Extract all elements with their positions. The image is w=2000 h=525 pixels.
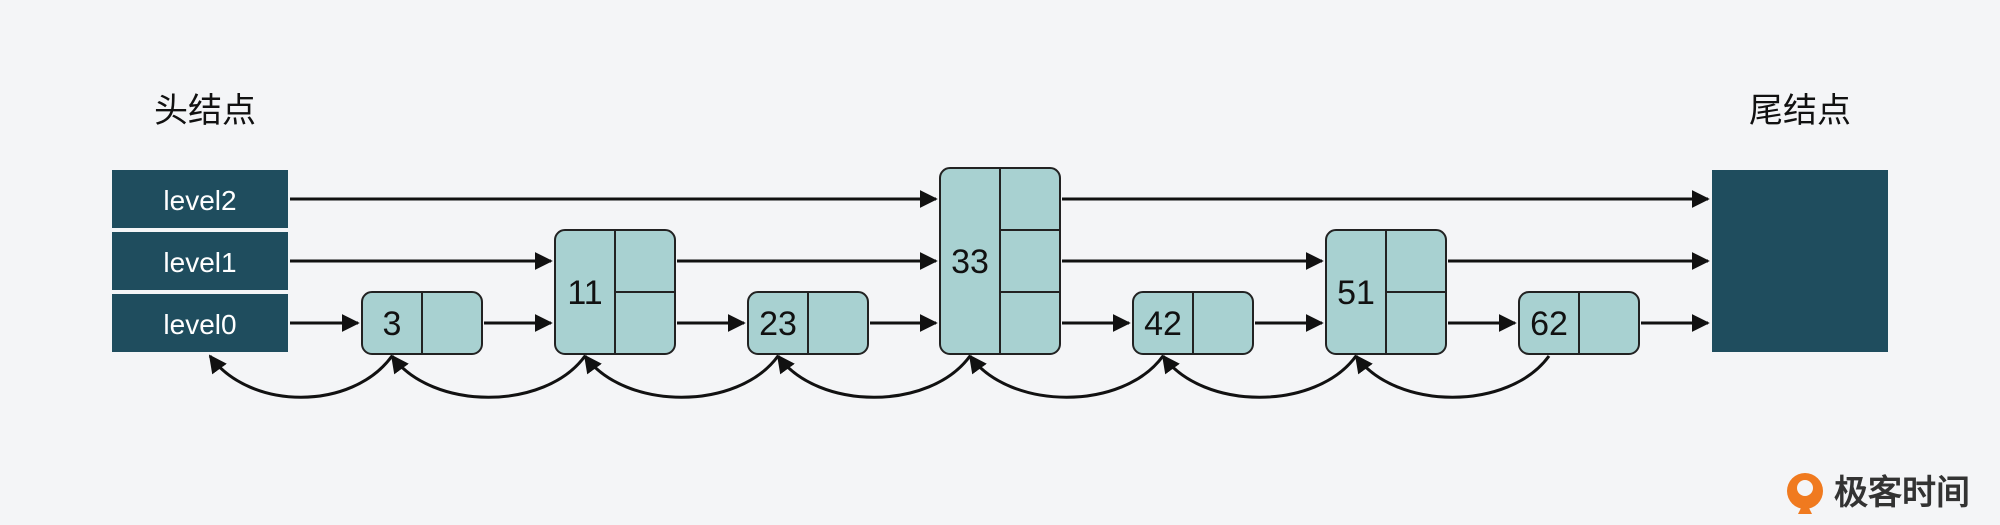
skiplist-node: 33: [939, 167, 1061, 355]
tail-node-title: 尾结点: [1749, 92, 1851, 130]
arrows-layer: [208, 190, 1710, 399]
tail-node: [1712, 170, 1888, 352]
brand-logo-icon-tail: [1798, 500, 1812, 514]
backward-pointer: [208, 354, 394, 399]
node-value: 23: [759, 305, 797, 343]
brand-logo-icon-inner: [1797, 480, 1813, 496]
head-level1-label: level1: [163, 247, 236, 278]
brand-logo: 极客时间: [1787, 473, 1970, 514]
node-value: 62: [1530, 305, 1568, 343]
head-level2-label: level2: [163, 185, 236, 216]
backward-pointer: [776, 354, 972, 399]
node-value: 3: [383, 305, 402, 343]
backward-pointer: [583, 354, 780, 399]
head-level0-label: level0: [163, 309, 236, 340]
node-value: 33: [951, 243, 989, 281]
backward-pointer: [1354, 354, 1551, 399]
head-level2-cell: [112, 170, 288, 228]
skiplist-node: 11: [554, 229, 676, 355]
head-node-title: 头结点: [154, 92, 256, 130]
nodes-layer: 3 11 23 33 42 51 62: [361, 167, 1640, 355]
head-node: level2 level1 level0: [112, 170, 288, 352]
head-level1-cell: [112, 232, 288, 290]
backward-pointer: [1161, 354, 1358, 399]
node-value: 11: [567, 274, 602, 312]
skiplist-node: 42: [1132, 291, 1254, 355]
skiplist-node: 23: [747, 291, 869, 355]
skiplist-node: 3: [361, 291, 483, 355]
brand-name: 极客时间: [1834, 473, 1970, 513]
skiplist-node: 62: [1518, 291, 1640, 355]
node-value: 51: [1337, 274, 1375, 312]
skiplist-node: 51: [1325, 229, 1447, 355]
node-value: 42: [1144, 305, 1182, 343]
backward-pointer: [968, 354, 1165, 399]
head-level0-cell: [112, 294, 288, 352]
backward-pointer: [390, 354, 587, 399]
